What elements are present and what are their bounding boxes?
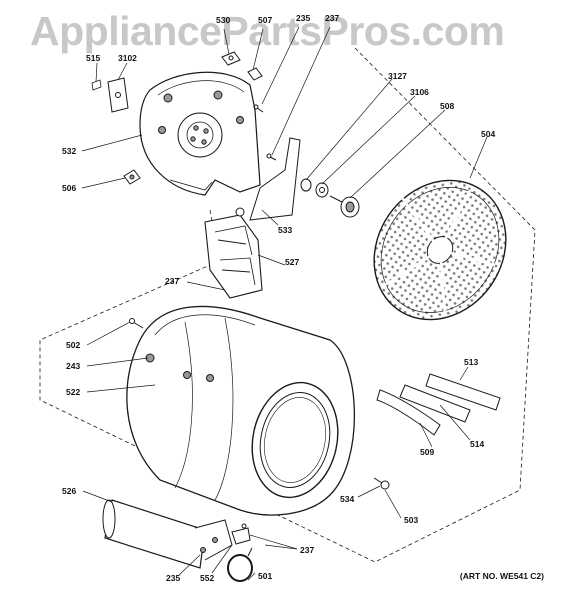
callout-504: 504 (481, 129, 496, 139)
callout-237-mid: 237 (165, 276, 180, 286)
leader-lines (81, 26, 488, 581)
callout-513: 513 (464, 357, 479, 367)
heater-assembly (102, 499, 233, 569)
drum-seals (376, 373, 501, 436)
watermark-text: AppliancePartsPros.com (30, 8, 505, 54)
callout-526: 526 (62, 486, 77, 496)
callout-237-bottom: 237 (300, 545, 315, 555)
assembly-boundary (39, 47, 536, 563)
callout-3102: 3102 (118, 53, 137, 63)
callout-3106: 3106 (410, 87, 429, 97)
callout-503: 503 (404, 515, 419, 525)
washer-507 (247, 67, 263, 81)
screw-534 (373, 477, 390, 490)
callout-509: 509 (420, 447, 435, 457)
screw-237-top (266, 153, 277, 161)
clip-506 (123, 169, 141, 185)
callout-502: 502 (66, 340, 81, 350)
bracket-3102 (91, 77, 129, 113)
callout-534: 534 (340, 494, 355, 504)
drum-baffle-disk (373, 179, 507, 321)
callout-522: 522 (66, 387, 81, 397)
callout-235-top: 235 (296, 13, 311, 23)
callout-552: 552 (200, 573, 215, 583)
callout-507: 507 (258, 15, 273, 25)
callout-506: 506 (62, 183, 77, 193)
callout-237-top: 237 (325, 13, 340, 23)
callout-527: 527 (285, 257, 300, 267)
bracket-527 (204, 207, 263, 299)
bearing-530 (221, 51, 241, 66)
callout-3127: 3127 (388, 71, 407, 81)
callout-514: 514 (470, 439, 485, 449)
drum (126, 305, 356, 516)
screw-502 (129, 318, 144, 329)
callout-235-bottom: 235 (166, 573, 181, 583)
duct-seal-533 (249, 137, 301, 221)
callout-501: 501 (258, 571, 273, 581)
callout-532: 532 (62, 146, 77, 156)
shaft-parts (300, 178, 360, 218)
thermostat-552 (231, 523, 251, 545)
callout-508: 508 (440, 101, 455, 111)
callout-533: 533 (278, 225, 293, 235)
screw-235-top (253, 104, 264, 113)
rear-bulkhead (139, 71, 261, 196)
callout-515: 515 (86, 53, 101, 63)
art-number: (ART NO. WE541 C2) (459, 571, 544, 581)
hose-ring-501 (227, 547, 253, 582)
callout-243: 243 (66, 361, 81, 371)
callout-530: 530 (216, 15, 231, 25)
